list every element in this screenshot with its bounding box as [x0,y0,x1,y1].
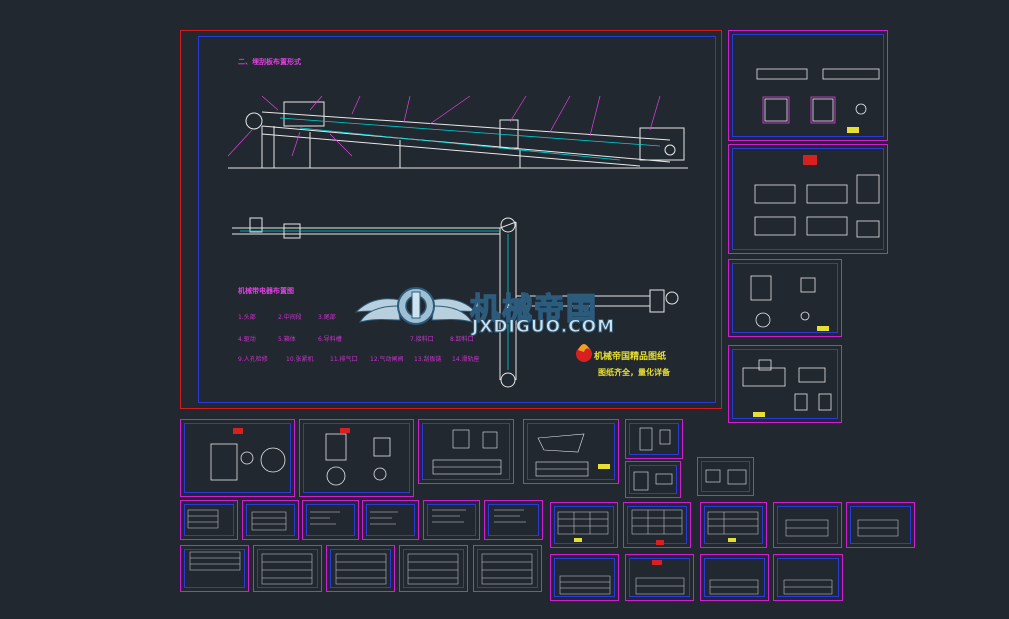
drawing-sheet[interactable] [550,554,619,601]
brand-name-cn: 机械帝国 [469,291,598,328]
sheet-detail-lines [705,469,747,485]
legend-item: 5.箱体 [278,336,296,343]
sheet-detail-lines [325,428,391,486]
sheet-detail-lines [742,359,832,417]
drawing-sheet[interactable] [326,545,395,592]
drawing-sheet[interactable] [625,554,694,601]
legend-item: 10.张紧机 [286,356,314,363]
sheet-detail-lines [432,429,502,475]
slogan-line-2: 图纸齐全，量化详备 [598,368,670,377]
slogan-line-1: 机械帝国精品图纸 [594,352,667,362]
drawing-sheet[interactable] [299,419,414,497]
sheet-detail-lines [210,428,286,481]
drawing-sheet[interactable] [418,419,514,484]
main-drawing-border [198,36,716,403]
legend-item: 4.驱动 [238,336,256,343]
drawing-sheet[interactable] [484,500,543,540]
drawing-sheet[interactable] [473,545,542,592]
sheet-detail-lines [633,471,673,491]
drawing-sheet[interactable] [399,545,468,592]
drawing-sheet[interactable] [728,144,888,254]
drawing-sheet[interactable] [700,554,769,601]
drawing-sheet[interactable] [423,500,480,540]
legend-item: 14.滑轨座 [452,356,480,363]
drawing-sheet[interactable] [697,457,754,496]
drawing-sheet[interactable] [180,419,295,497]
sheet-detail-lines [750,275,829,331]
legend-item: 3.尾部 [318,314,336,321]
drawing-sheet[interactable] [773,554,843,601]
legend-title: 机械带电器布置图 [238,287,294,295]
legend-item: 13.刮板链 [414,356,442,363]
legend-item: 11.排气口 [330,356,358,363]
legend-item: 7.接料口 [410,336,434,343]
legend-item: 2.中间段 [278,314,302,321]
brand-name-en: JXDIGUO.COM [471,317,616,338]
drawing-sheet[interactable] [728,30,888,141]
drawing-sheet[interactable] [302,500,359,540]
drawing-sheet[interactable] [728,259,842,337]
legend-item: 6.导料槽 [318,336,342,343]
sheet-detail-lines [756,68,880,133]
drawing-sheet[interactable] [846,502,915,548]
legend-item: 1.头部 [238,314,256,321]
drawing-title: 二、埋刮板布置形式 [238,58,301,66]
sheet-detail-lines [535,433,610,477]
legend-item: 9.人孔检修 [238,356,268,363]
drawing-sheet[interactable] [773,502,842,548]
drawing-sheet[interactable] [625,419,683,459]
drawing-sheet[interactable] [625,461,681,498]
legend-item: 12.气动闸阀 [370,356,404,363]
drawing-sheet[interactable] [523,419,619,484]
drawing-sheet[interactable] [180,545,249,592]
legend-item: 8.卸料口 [450,336,474,343]
drawing-sheet[interactable] [728,345,842,423]
drawing-sheet[interactable] [700,502,767,548]
sheet-detail-lines [639,427,671,451]
drawing-sheet[interactable] [180,500,238,540]
drawing-sheet[interactable] [242,500,299,540]
sheet-detail-lines [754,155,880,238]
main-drawing-frame[interactable] [180,30,722,409]
drawing-sheet[interactable] [362,500,419,540]
drawing-sheet[interactable] [550,502,618,548]
drawing-sheet[interactable] [253,545,322,592]
